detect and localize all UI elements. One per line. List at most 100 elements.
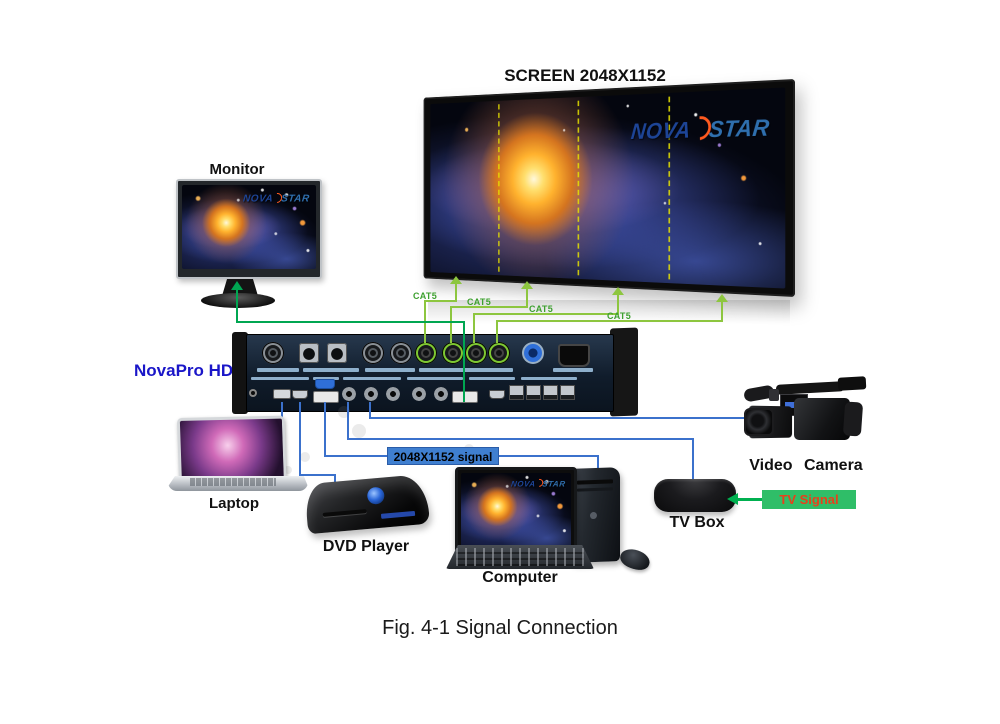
cvbs-bnc-port (342, 387, 356, 401)
arrow-left-icon (727, 493, 738, 505)
laptop-keys (190, 478, 276, 486)
panel-label-strip (313, 377, 339, 380)
panel-label-strip (419, 368, 513, 372)
dp-port (273, 389, 291, 399)
novastar-logo: NOVA STAR (242, 190, 311, 206)
panel-label-strip (303, 368, 359, 372)
screen-section-divider (577, 100, 580, 276)
monitor-stand-base (201, 293, 275, 308)
device-right-endcap (610, 327, 638, 417)
panel-label-strip (251, 377, 309, 380)
genlock-xlr-port (262, 342, 284, 364)
ac-power-inlet (558, 344, 590, 367)
monitor: NOVA STAR (176, 179, 322, 279)
panel-label-strip (407, 377, 463, 380)
rj45-port-3 (543, 385, 558, 400)
panel-label-strip (343, 377, 401, 380)
rj45-port-2 (526, 385, 541, 400)
dvd-disc-slot (322, 509, 367, 517)
cat5-label-4: CAT5 (607, 311, 632, 321)
cable-segment (299, 474, 336, 476)
cable-segment (369, 402, 371, 419)
dvd-player (304, 473, 430, 535)
cable-segment (526, 288, 528, 308)
tv-signal-label: TV Signal (762, 490, 856, 509)
cable-segment (450, 306, 452, 343)
ethercon-out-port (327, 343, 347, 363)
cable-arrow-icon (612, 287, 624, 295)
video-camera (742, 376, 874, 458)
cable-segment (424, 300, 457, 302)
audio-xlr-port-2 (390, 342, 412, 364)
panel-label-strip (521, 377, 577, 380)
tv-box-label: TV Box (669, 514, 725, 531)
dvi-input-port (313, 391, 339, 403)
watermark-dot (284, 466, 292, 474)
watermark-dot (352, 424, 366, 438)
video-camera-label: Video Camera (749, 457, 863, 474)
cable-segment (299, 402, 301, 476)
tv-box (654, 479, 736, 512)
cable-segment (236, 321, 465, 323)
cable-segment (455, 283, 457, 302)
cable-segment (450, 306, 528, 308)
panel-label-strip (365, 368, 415, 372)
cable-segment (347, 402, 349, 440)
cable-segment (463, 322, 465, 402)
cable-segment (473, 313, 619, 315)
cable-arrow-icon (521, 281, 533, 289)
cable-segment (347, 438, 694, 440)
cable-arrow-icon (231, 281, 243, 290)
opt-loop-bnc-port (434, 387, 448, 401)
novastar-logo-text: NOVA (242, 193, 275, 205)
opt-in-bnc-port (412, 387, 426, 401)
device-chassis (246, 334, 614, 412)
monitor-label: Monitor (209, 161, 265, 178)
cable-segment (473, 313, 475, 343)
sdi-loop-bnc-port (386, 387, 400, 401)
device-left-endcap (232, 332, 248, 414)
dvd-front-strip (380, 510, 416, 519)
tower-drive-slot (577, 487, 613, 492)
cable-arrow-icon (450, 276, 462, 284)
cat5-label-1: CAT5 (413, 291, 438, 301)
cable-segment (236, 289, 238, 322)
ethercon-in-port (299, 343, 319, 363)
hdmi-input-port (292, 390, 308, 399)
novapro-device (232, 327, 638, 417)
audio-jack-port (249, 389, 257, 397)
dvd-logo-icon (366, 486, 386, 505)
signal-resolution-label: 2048X1152 signal (387, 447, 499, 465)
camera-viewfinder (837, 376, 867, 391)
vga-port (315, 379, 335, 389)
hdmi-monitor-port (489, 390, 505, 399)
novastar-logo-text: NOVA (630, 117, 693, 145)
cable-segment (324, 402, 326, 457)
computer-keyboard (446, 545, 594, 569)
laptop (168, 414, 313, 496)
novastar-logo-text: STAR (542, 479, 567, 489)
figure-caption: Fig. 4-1 Signal Connection (382, 617, 618, 639)
cable-segment (496, 320, 498, 343)
camera-mic-mount (769, 389, 779, 401)
audio-xlr-port-1 (362, 342, 384, 364)
cable-segment (721, 301, 723, 322)
novastar-logo-text: STAR (280, 193, 311, 205)
camera-body (794, 398, 850, 440)
cable-arrow-icon (716, 294, 728, 302)
panel-label-strip (257, 368, 299, 372)
tower-drive-slot (577, 479, 613, 485)
cable-segment (692, 438, 694, 487)
sdi-in-bnc-port (364, 387, 378, 401)
screen-title: SCREEN 2048X1152 (504, 66, 666, 85)
cat5-output-port-3 (465, 342, 487, 364)
laptop-label: Laptop (209, 495, 259, 512)
laptop-screen (176, 415, 287, 486)
dvd-player-label: DVD Player (322, 538, 410, 555)
rj45-port-1 (509, 385, 524, 400)
computer-mouse (617, 545, 653, 574)
